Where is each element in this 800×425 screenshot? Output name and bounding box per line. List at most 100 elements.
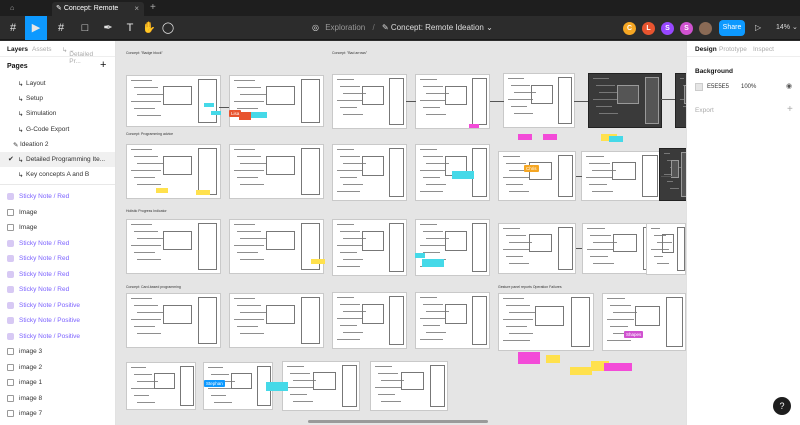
background-color-swatch[interactable] <box>695 83 703 91</box>
chevron-down-icon[interactable]: ⌄ <box>486 23 493 32</box>
tab-design[interactable]: Design <box>695 46 717 53</box>
share-button[interactable]: Share <box>719 20 745 36</box>
sketch-frame[interactable] <box>370 361 448 411</box>
sketch-frame[interactable] <box>498 223 576 274</box>
sketch-frame[interactable] <box>332 74 407 129</box>
canvas[interactable]: Concept: "Badge block"Concept: "Bad arro… <box>116 41 686 425</box>
move-tool-icon[interactable]: ▶ <box>25 16 47 40</box>
layer-item[interactable]: Sticky Note / Positive <box>0 313 115 329</box>
layer-item[interactable]: Image <box>0 205 115 221</box>
collaborator-avatar[interactable]: C <box>623 22 636 35</box>
page-item[interactable]: ↳ Setup <box>0 91 115 106</box>
tab-prototype[interactable]: Prototype <box>719 46 747 53</box>
sticky-note[interactable] <box>251 112 267 118</box>
sketch-frame[interactable] <box>332 219 407 276</box>
sketch-frame[interactable] <box>282 361 360 411</box>
layer-item[interactable]: Sticky Note / Red <box>0 236 115 252</box>
pen-tool-icon[interactable]: ✒ <box>103 22 113 34</box>
active-file-tab[interactable]: ✎ Concept: Remote Ideation × <box>52 2 144 26</box>
collaborator-avatar[interactable]: S <box>680 22 693 35</box>
layer-item[interactable]: image 2 <box>0 360 115 376</box>
comment-tool-icon[interactable]: ◯ <box>161 22 175 34</box>
close-tab-icon[interactable]: × <box>134 4 139 13</box>
sticky-note[interactable] <box>311 259 325 264</box>
sticky-note[interactable] <box>518 352 540 364</box>
collaborator-avatar[interactable]: S <box>661 22 674 35</box>
layer-item[interactable]: image 3 <box>0 344 115 360</box>
add-page-icon[interactable]: + <box>100 59 107 71</box>
sketch-frame[interactable] <box>415 292 490 349</box>
sticky-note[interactable] <box>239 112 251 120</box>
sticky-note[interactable] <box>204 103 214 107</box>
page-item[interactable]: ↳ Key concepts A and B <box>0 167 115 182</box>
layer-item[interactable]: Image <box>0 220 115 236</box>
sketch-frame[interactable] <box>659 148 686 201</box>
shape-tool-icon[interactable]: □ <box>81 22 89 34</box>
background-hex-input[interactable]: E5E5E5 <box>707 84 730 90</box>
sticky-note[interactable] <box>422 259 444 267</box>
sticky-note[interactable] <box>604 363 632 371</box>
sticky-note[interactable] <box>570 367 592 375</box>
sketch-frame[interactable] <box>588 73 662 128</box>
home-tab[interactable]: ⌂ <box>6 2 42 16</box>
sticky-note[interactable] <box>609 136 623 142</box>
layer-item[interactable]: image 8 <box>0 391 115 407</box>
sticky-note[interactable] <box>469 124 479 128</box>
sticky-note[interactable] <box>543 134 557 140</box>
sticky-note[interactable] <box>415 253 425 258</box>
help-button[interactable]: ? <box>773 397 791 415</box>
tab-assets[interactable]: Assets <box>32 46 52 53</box>
zoom-level[interactable]: 14% ⌄ <box>776 24 798 31</box>
layer-item[interactable]: Sticky Note / Red <box>0 267 115 283</box>
layer-item[interactable]: image 1 <box>0 375 115 391</box>
tab-layers[interactable]: Layers <box>7 46 28 53</box>
hand-tool-icon[interactable]: ✋ <box>142 22 156 34</box>
sketch-frame[interactable] <box>229 144 324 199</box>
sketch-frame[interactable] <box>229 219 324 274</box>
sketch-frame[interactable] <box>126 75 221 127</box>
current-page-selector[interactable]: ↳ Detailed Pr... ⌄ <box>62 47 94 65</box>
page-item[interactable]: ↳ Layout <box>0 76 115 91</box>
page-item[interactable]: ✔↳ Detailed Programming Ite... <box>0 151 115 168</box>
file-title[interactable]: Concept: Remote Ideation <box>390 23 484 32</box>
sticky-note[interactable] <box>518 134 532 140</box>
frame-tool-icon[interactable]: # <box>57 22 65 34</box>
layer-item[interactable]: Sticky Note / Red <box>0 282 115 298</box>
background-opacity-input[interactable]: 100% <box>741 84 757 90</box>
sketch-frame[interactable] <box>415 74 490 129</box>
new-tab-button[interactable]: + <box>150 2 156 13</box>
sketch-frame[interactable] <box>126 219 221 274</box>
sketch-frame[interactable] <box>498 151 576 201</box>
collaborator-avatar[interactable]: L <box>642 22 655 35</box>
sketch-frame[interactable] <box>498 293 594 351</box>
sketch-frame[interactable] <box>602 293 686 351</box>
layer-item[interactable]: Sticky Note / Red <box>0 189 115 205</box>
project-link[interactable]: Exploration <box>325 23 366 32</box>
sticky-note[interactable] <box>266 382 288 391</box>
layer-item[interactable]: image 7 <box>0 406 115 422</box>
sketch-frame[interactable] <box>675 73 686 128</box>
eye-icon[interactable]: ◉ <box>786 83 793 90</box>
layer-item[interactable]: Sticky Note / Red <box>0 251 115 267</box>
horizontal-scrollbar[interactable] <box>308 420 488 423</box>
sketch-frame[interactable] <box>332 292 407 349</box>
text-tool-icon[interactable]: T <box>126 22 134 34</box>
sketch-frame[interactable] <box>646 223 686 275</box>
sketch-frame[interactable] <box>581 151 661 201</box>
sketch-frame[interactable] <box>229 293 324 348</box>
sketch-frame[interactable] <box>415 219 490 276</box>
layer-item[interactable]: Sticky Note / Positive <box>0 298 115 314</box>
tab-inspect[interactable]: Inspect <box>753 46 774 53</box>
sticky-note[interactable] <box>211 111 221 115</box>
page-item[interactable]: ↳ Simulation <box>0 106 115 121</box>
add-export-icon[interactable]: + <box>787 104 793 115</box>
sticky-note[interactable] <box>156 188 168 193</box>
sketch-frame[interactable] <box>503 73 575 128</box>
sketch-frame[interactable] <box>332 144 407 201</box>
layer-item[interactable]: Sticky Note / Positive <box>0 329 115 345</box>
sketch-frame[interactable] <box>203 362 273 410</box>
sticky-note[interactable] <box>591 361 609 371</box>
page-item[interactable]: ✎Ideation 2 <box>0 137 115 152</box>
present-icon[interactable]: ▷ <box>755 23 762 32</box>
user-avatar[interactable] <box>699 22 712 35</box>
